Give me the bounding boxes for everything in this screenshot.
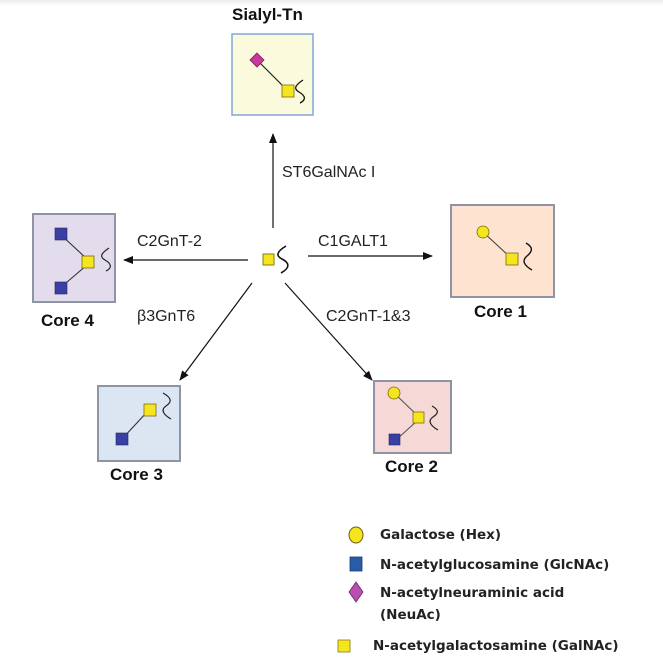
legend-label-glcnac: N-acetylglucosamine (GlcNAc) (380, 557, 610, 573)
sialyl-tn-structure (231, 33, 314, 116)
legend-galnac-square-icon (337, 639, 351, 653)
glcnac-square-icon (54, 281, 68, 295)
legend-galactose-circle-icon (348, 526, 364, 544)
core3-structure (97, 385, 181, 462)
protein-linkage-icon (429, 405, 439, 431)
arrow-to-core2 (284, 282, 373, 381)
galnac-square-icon (412, 411, 425, 424)
legend-label-galactose: Galactose (Hex) (380, 527, 502, 543)
enzyme-label-st6galnac: ST6GalNAc I (282, 164, 376, 181)
protein-linkage-icon (523, 242, 533, 271)
galnac-square-icon (505, 252, 519, 266)
legend-icons (337, 526, 364, 653)
core2-structure (373, 380, 452, 454)
protein-linkage-icon (162, 392, 172, 420)
legend-label-neuac-abbrev: (NeuAc) (380, 607, 441, 623)
center-tn-antigen (262, 245, 289, 274)
enzyme-label-c2gnt2: C2GnT-2 (137, 233, 202, 250)
enzyme-label-c2gnt1-3: C2GnT-1&3 (326, 308, 411, 325)
neuac-diamond-icon (249, 52, 265, 68)
core4-title: Core 4 (41, 311, 94, 330)
core4-structure (32, 213, 116, 303)
legend-label-neuac: N-acetylneuraminic acid (380, 585, 565, 601)
legend-glcnac-square-icon (349, 556, 363, 572)
galnac-square-icon (262, 253, 275, 266)
protein-linkage-icon (101, 247, 111, 272)
galnac-square-icon (281, 84, 295, 98)
galactose-circle-icon (476, 225, 490, 239)
legend-label-galnac: N-acetylgalactosamine (GalNAc) (373, 638, 619, 654)
galnac-square-icon (81, 255, 95, 269)
top-edge-shadow (0, 0, 663, 6)
core1-title: Core 1 (474, 302, 527, 321)
glcnac-square-icon (115, 432, 129, 446)
enzyme-label-b3gnt6: β3GnT6 (137, 308, 196, 325)
glcnac-square-icon (388, 433, 401, 446)
protein-linkage-icon (277, 245, 289, 274)
glcnac-square-icon (54, 227, 68, 241)
core3-title: Core 3 (110, 465, 163, 484)
galactose-circle-icon (387, 386, 401, 400)
protein-linkage-icon (295, 79, 306, 104)
core2-title: Core 2 (385, 457, 438, 476)
sialyl-tn-title: Sialyl-Tn (232, 5, 303, 24)
legend-neuac-diamond-icon (348, 581, 364, 603)
arrow-to-core3 (179, 282, 253, 381)
enzyme-label-c1galt1: C1GALT1 (318, 233, 388, 250)
core1-structure (450, 204, 555, 298)
galnac-square-icon (143, 403, 157, 417)
